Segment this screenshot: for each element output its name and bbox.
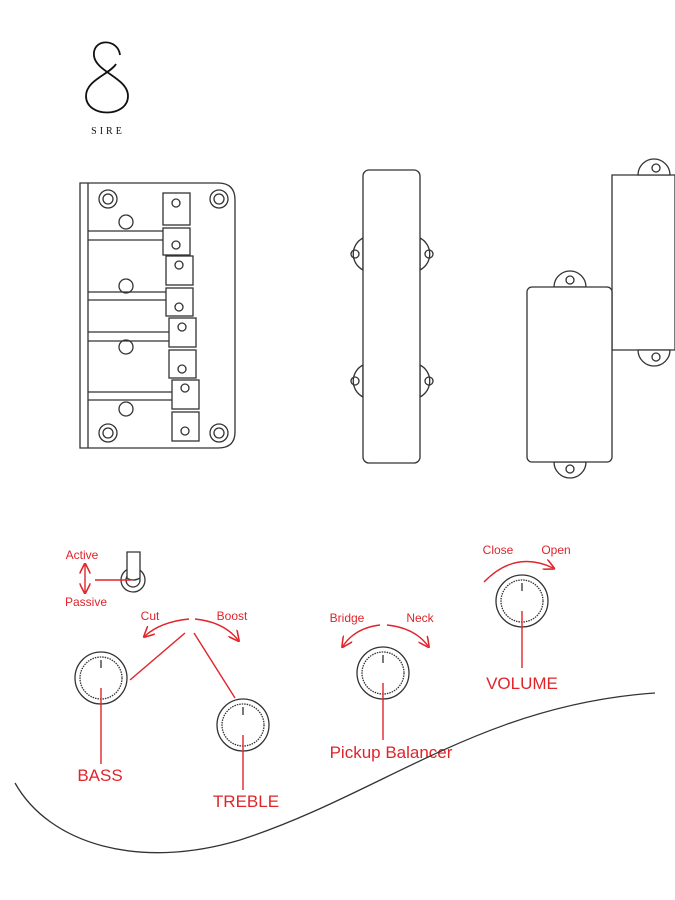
volume-label: VOLUME	[486, 674, 558, 693]
close-label: Close	[483, 543, 514, 557]
sire-logo: SIRE	[85, 41, 129, 137]
humbucker-pickup	[526, 158, 675, 479]
bass-label: BASS	[77, 766, 122, 785]
treble-knob[interactable]: TREBLE	[213, 698, 279, 811]
bridge-arrow-icon	[343, 624, 381, 646]
close-open-arrow-icon	[483, 562, 553, 583]
pickup-balancer-knob[interactable]: Bridge Neck Pickup Balancer	[330, 611, 453, 762]
boost-arrow-icon	[194, 618, 238, 640]
passive-label: Passive	[65, 595, 107, 609]
treble-label: TREBLE	[213, 792, 279, 811]
active-label: Active	[66, 548, 99, 562]
boost-label: Boost	[217, 609, 248, 623]
bridge-label: Bridge	[330, 611, 365, 625]
neck-label: Neck	[406, 611, 434, 625]
saddles	[162, 192, 200, 442]
cut-boost-indicator: Cut Boost	[129, 609, 248, 699]
bridge	[79, 182, 236, 449]
active-passive-switch[interactable]: Active Passive	[65, 548, 146, 609]
open-label: Open	[541, 543, 570, 557]
volume-knob[interactable]: Close Open VOLUME	[483, 543, 571, 693]
saddle-rails	[88, 230, 172, 401]
pickup-balancer-label: Pickup Balancer	[330, 743, 453, 762]
jazz-pickup	[350, 169, 434, 464]
bass-knob[interactable]: BASS	[74, 651, 128, 785]
logo-brand-text: SIRE	[91, 126, 125, 137]
cut-label: Cut	[141, 609, 160, 623]
bridge-mount-holes	[98, 189, 229, 443]
cut-arrow-icon	[145, 618, 190, 636]
neck-arrow-icon	[386, 624, 428, 646]
body-outline	[14, 692, 656, 854]
